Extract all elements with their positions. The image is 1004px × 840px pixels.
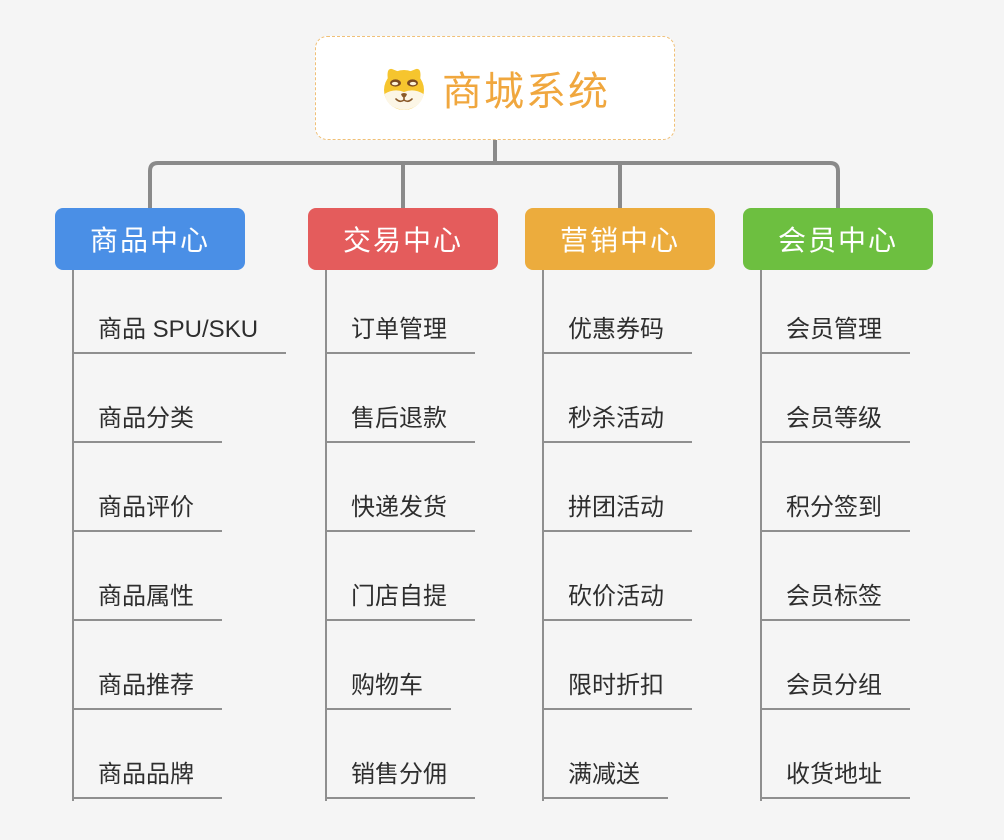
leaf-label: 会员等级 (786, 405, 882, 432)
leaf-node[interactable]: 商品品牌 (72, 710, 222, 799)
leaf-node[interactable]: 限时折扣 (542, 621, 692, 710)
leaf-list: 优惠券码 秒杀活动 拼团活动 砍价活动 限时折扣 满减送 (542, 270, 692, 799)
leaf-label: 优惠券码 (568, 316, 664, 343)
leaf-label: 商品属性 (98, 583, 194, 610)
leaf-label: 砍价活动 (568, 583, 664, 610)
leaf-label: 售后退款 (351, 405, 447, 432)
leaf-node[interactable]: 会员管理 (760, 270, 910, 354)
leaf-label: 限时折扣 (568, 672, 664, 699)
leaf-node[interactable]: 收货地址 (760, 710, 910, 799)
leaf-node[interactable]: 砍价活动 (542, 532, 692, 621)
leaf-node[interactable]: 商品分类 (72, 354, 222, 443)
branch-line (325, 270, 327, 801)
leaf-label: 购物车 (351, 672, 423, 699)
leaf-node[interactable]: 满减送 (542, 710, 668, 799)
branch-label: 商品中心 (89, 225, 210, 256)
branch-line (760, 270, 762, 801)
leaf-node[interactable]: 优惠券码 (542, 270, 692, 354)
leaf-node[interactable]: 商品评价 (72, 443, 222, 532)
branch-column-product: 商品中心 商品 SPU/SKU 商品分类 商品评价 商品属性 商品推荐 商品品牌 (55, 208, 315, 818)
leaf-label: 商品推荐 (98, 672, 194, 699)
leaf-node[interactable]: 积分签到 (760, 443, 910, 532)
branch-column-trade: 交易中心 订单管理 售后退款 快递发货 门店自提 购物车 销售分佣 (308, 208, 568, 818)
leaf-node[interactable]: 快递发货 (325, 443, 475, 532)
leaf-list: 订单管理 售后退款 快递发货 门店自提 购物车 销售分佣 (325, 270, 475, 799)
leaf-label: 会员管理 (786, 316, 882, 343)
branch-label: 会员中心 (777, 225, 898, 256)
branch-column-member: 会员中心 会员管理 会员等级 积分签到 会员标签 会员分组 收货地址 (743, 208, 1003, 818)
leaf-label: 商品 SPU/SKU (98, 316, 259, 343)
leaf-node[interactable]: 秒杀活动 (542, 354, 692, 443)
leaf-node[interactable]: 拼团活动 (542, 443, 692, 532)
branch-column-marketing: 营销中心 优惠券码 秒杀活动 拼团活动 砍价活动 限时折扣 满减送 (525, 208, 785, 818)
leaf-label: 快递发货 (351, 494, 447, 521)
leaf-label: 满减送 (568, 761, 640, 788)
leaf-label: 收货地址 (786, 761, 882, 788)
leaf-node[interactable]: 商品推荐 (72, 621, 222, 710)
leaf-label: 会员分组 (786, 672, 882, 699)
leaf-node[interactable]: 会员标签 (760, 532, 910, 621)
leaf-label: 秒杀活动 (568, 405, 664, 432)
leaf-list: 会员管理 会员等级 积分签到 会员标签 会员分组 收货地址 (760, 270, 910, 799)
leaf-node[interactable]: 销售分佣 (325, 710, 475, 799)
leaf-label: 商品评价 (98, 494, 194, 521)
leaf-label: 门店自提 (351, 583, 447, 610)
leaf-node[interactable]: 商品属性 (72, 532, 222, 621)
leaf-list: 商品 SPU/SKU 商品分类 商品评价 商品属性 商品推荐 商品品牌 (72, 270, 287, 799)
leaf-node[interactable]: 门店自提 (325, 532, 475, 621)
leaf-label: 拼团活动 (568, 494, 664, 521)
branch-rail-line (148, 161, 840, 208)
branch-line (72, 270, 74, 801)
branch-label: 营销中心 (559, 225, 680, 256)
leaf-label: 商品品牌 (98, 761, 194, 788)
leaf-label: 商品分类 (98, 405, 194, 432)
branch-node-trade[interactable]: 交易中心 (308, 208, 498, 270)
root-node[interactable]: 商城系统 (315, 36, 675, 140)
leaf-node[interactable]: 会员等级 (760, 354, 910, 443)
leaf-label: 会员标签 (786, 583, 882, 610)
leaf-node[interactable]: 商品 SPU/SKU (72, 270, 287, 354)
leaf-node[interactable]: 购物车 (325, 621, 451, 710)
leaf-node[interactable]: 售后退款 (325, 354, 475, 443)
branch-label: 交易中心 (342, 225, 463, 256)
branch-node-marketing[interactable]: 营销中心 (525, 208, 715, 270)
branch-line (542, 270, 544, 801)
root-title: 商城系统 (442, 70, 610, 114)
leaf-node[interactable]: 订单管理 (325, 270, 475, 354)
branch-node-product[interactable]: 商品中心 (55, 208, 245, 270)
leaf-label: 销售分佣 (351, 761, 447, 788)
leaf-label: 积分签到 (786, 494, 882, 521)
leaf-node[interactable]: 会员分组 (760, 621, 910, 710)
dog-icon (384, 68, 424, 110)
leaf-label: 订单管理 (351, 316, 447, 343)
branch-node-member[interactable]: 会员中心 (743, 208, 933, 270)
